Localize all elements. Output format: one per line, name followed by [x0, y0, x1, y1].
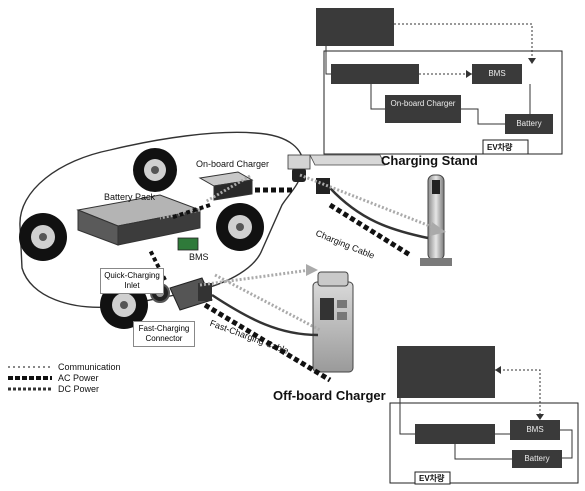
legend-communication-label: Communication: [58, 362, 121, 372]
bottom-bms-label: BMS: [512, 425, 558, 434]
quick-charging-inlet-label: Quick-Charging Inlet: [100, 268, 164, 294]
offboard-charger-title: Off-board Charger: [273, 388, 386, 403]
bms-label: BMS: [189, 252, 209, 262]
top-charging-inlet-block: [331, 64, 419, 84]
legend-dc-power-label: DC Power: [58, 384, 99, 394]
ac-inlet: [292, 168, 306, 182]
top-onboard-charger-label: On-board Charger: [387, 99, 459, 109]
top-block-diagram: [316, 8, 562, 154]
battery-pack-label: Battery Pack: [104, 192, 155, 202]
bottom-ev-label: EV차량: [419, 473, 444, 484]
wheel-front-left: [19, 213, 67, 261]
offboard-charger: [313, 272, 353, 372]
charging-stand-title: Charging Stand: [381, 153, 478, 168]
bms-board: [178, 238, 198, 250]
legend-ac-power-label: AC Power: [58, 373, 99, 383]
onboard-charger-label: On-board Charger: [196, 159, 269, 169]
bottom-battery-label: Battery: [514, 454, 560, 463]
top-bms-label: BMS: [474, 69, 520, 78]
wheel-rear-right: [216, 203, 264, 251]
wheel-rear-left: [133, 148, 177, 192]
bottom-block-diagram: [390, 346, 578, 484]
fast-charging-connector-label: Fast-Charging Connector: [133, 321, 195, 347]
bottom-inlet-block: [415, 424, 495, 444]
bottom-charger-block: [397, 346, 495, 398]
top-charger-block: [316, 8, 394, 46]
legend-symbols: [8, 367, 52, 389]
top-battery-label: Battery: [507, 119, 551, 128]
top-ev-label: EV차량: [487, 142, 512, 153]
